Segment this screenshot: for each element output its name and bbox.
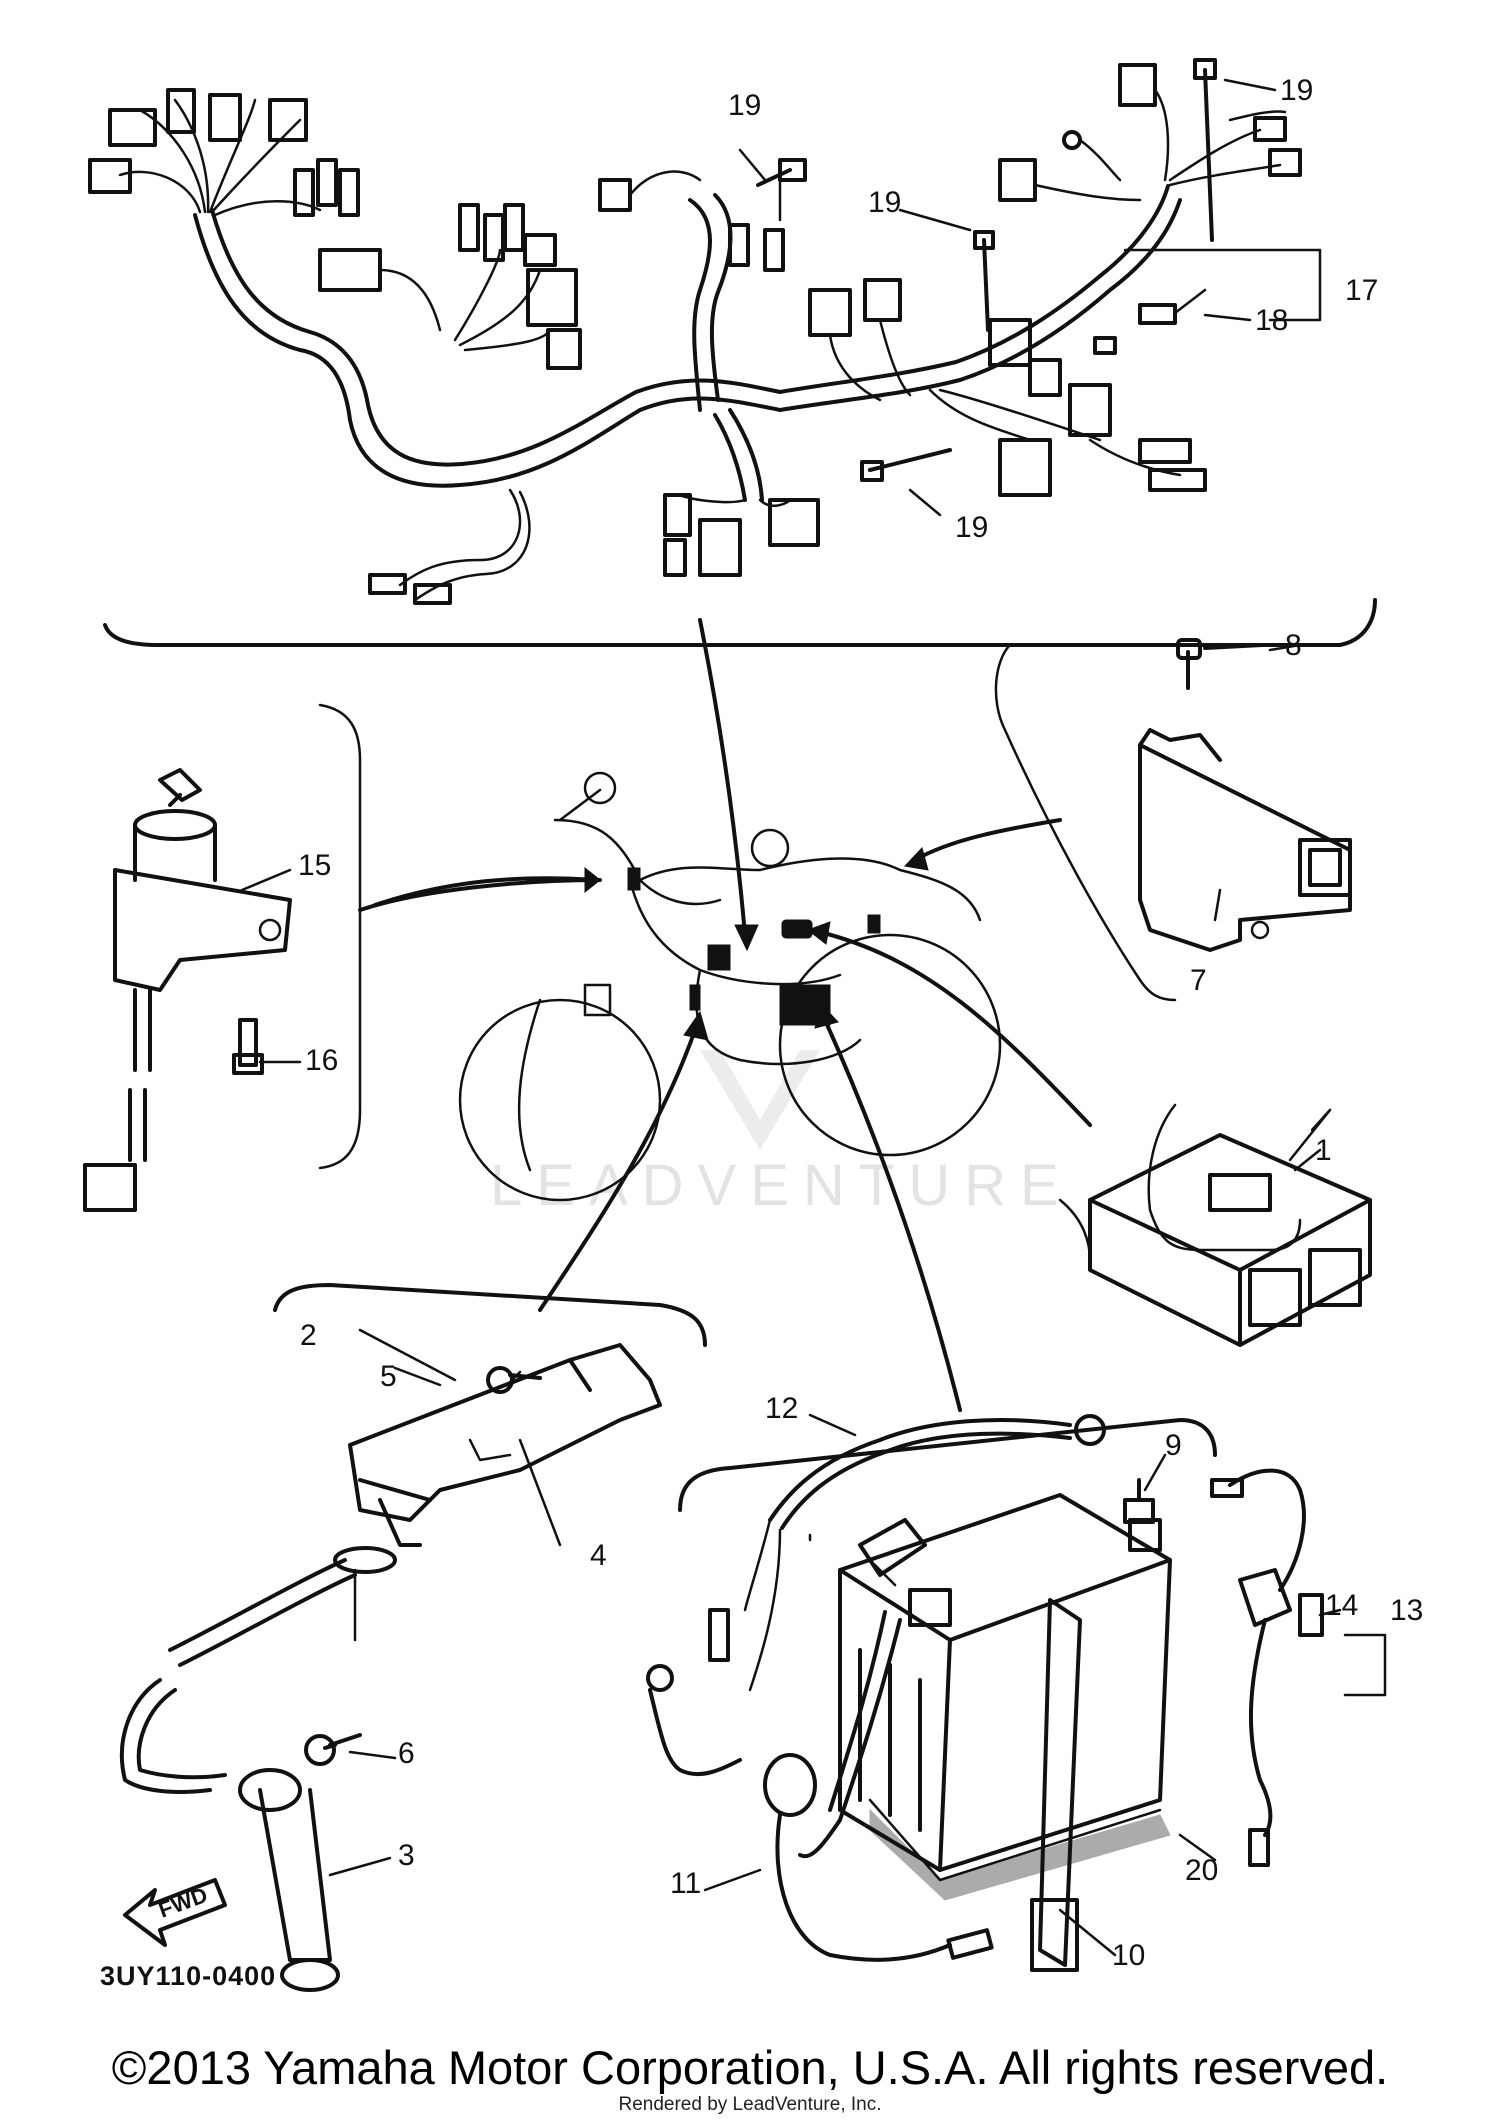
main-switch-location [627, 867, 641, 891]
battery-assembly [646, 1414, 1217, 1972]
copyright-notice: ©2013 Yamaha Motor Corporation, U.S.A. A… [111, 2041, 1389, 2094]
part-diagram-code: 3UY110-0400 [100, 1961, 276, 1991]
wire-harness [88, 58, 1322, 605]
callout-20: 20 [1185, 1854, 1218, 1887]
callout-16: 16 [305, 1044, 338, 1077]
callout-19-center: 19 [868, 186, 901, 219]
fuse-holder-assembly [1210, 1468, 1387, 1867]
harness-section-frame [103, 598, 1377, 647]
ignition-coil-assembly [119, 1283, 707, 1992]
callout-4: 4 [590, 1539, 607, 1572]
callout-8: 8 [1285, 629, 1302, 662]
coil-location [689, 984, 701, 1011]
callout-7: 7 [1190, 964, 1207, 997]
fwd-direction-arrow: FWD [123, 1878, 227, 1947]
callout-11: 11 [670, 1867, 701, 1900]
callout-6: 6 [398, 1737, 415, 1770]
callout-19-top-right: 19 [1280, 74, 1313, 107]
callout-numbers: 1 2 3 4 5 6 7 8 9 10 11 12 13 14 15 16 1… [298, 74, 1423, 1972]
watermark-text: LEADVENTURE [490, 1153, 1073, 1218]
callout-19-top-center: 19 [728, 89, 761, 122]
rendered-by-notice: Rendered by LeadVenture, Inc. [618, 2094, 882, 2115]
callout-17: 17 [1345, 274, 1378, 307]
rectifier-regulator-assembly [994, 638, 1352, 1002]
leader-lines [240, 78, 1342, 1957]
callout-15: 15 [298, 849, 331, 882]
callout-19-lower: 19 [955, 511, 988, 544]
connector-location [707, 944, 731, 971]
callout-14: 14 [1325, 1589, 1358, 1622]
motorcycle-outline [458, 771, 1002, 1202]
relay-location [867, 914, 881, 934]
callout-1: 1 [1315, 1134, 1332, 1167]
main-switch-assembly [83, 703, 602, 1212]
callout-12: 12 [765, 1392, 798, 1425]
callout-3: 3 [398, 1839, 415, 1872]
location-arrows [373, 618, 1092, 1412]
fwd-arrow-label: FWD [155, 1882, 211, 1923]
cdi-unit-location [779, 984, 831, 1026]
callout-9: 9 [1165, 1429, 1182, 1462]
rectifier-location [781, 919, 813, 939]
watermark-logo: LEADVENTURE [490, 1050, 1073, 1218]
callout-5: 5 [380, 1360, 397, 1393]
callout-18: 18 [1255, 304, 1288, 337]
callout-10: 10 [1112, 1939, 1145, 1972]
callout-2: 2 [300, 1319, 317, 1352]
callout-13: 13 [1390, 1594, 1423, 1627]
